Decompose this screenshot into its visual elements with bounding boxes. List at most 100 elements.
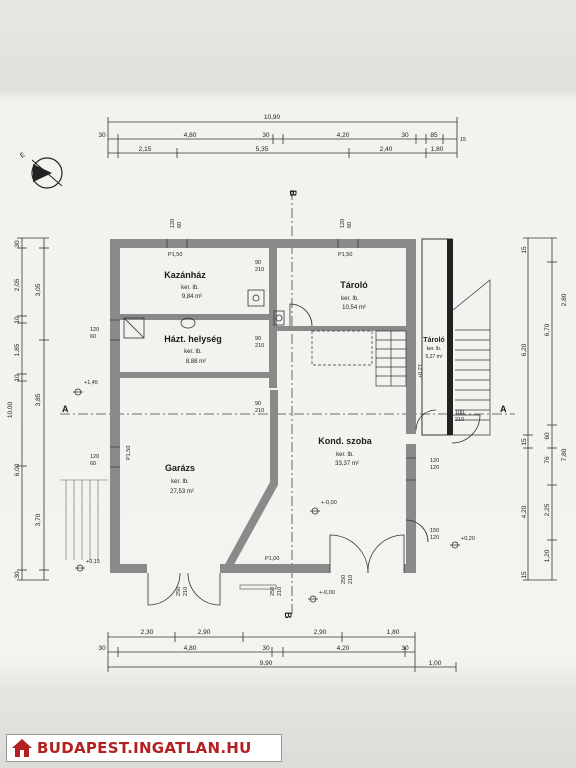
dim-bot-3-1: 1,00: [429, 660, 442, 667]
section-b-bottom: B: [283, 612, 293, 619]
dim-top-2-1: 4,80: [184, 132, 197, 139]
room-kond: Kond. szoba ker. lb. 33,37 m²: [318, 436, 372, 467]
level-marker-icon: [308, 595, 318, 603]
level-marker-icon: [450, 541, 460, 549]
section-a-left: A: [62, 404, 69, 414]
svg-text:É: É: [18, 149, 27, 159]
dim-right-1: 2,80: [561, 293, 568, 306]
room-kazanhaz-area: 9,84 m²: [182, 294, 202, 300]
dim-bot-1-3: 1,80: [387, 629, 400, 636]
dim-bot-1-1: 2,90: [198, 629, 211, 636]
dim-top-2-5: 85: [430, 132, 438, 139]
room-hazt-area: 8,88 m²: [186, 359, 206, 365]
dim-top-2-2: 30: [262, 132, 270, 139]
opening-g2: 250210: [270, 587, 283, 596]
left-dimensions: [17, 237, 49, 581]
room-hazt-name: Házt. helység: [164, 334, 222, 344]
dim-top-3-2: 2,40: [380, 146, 393, 153]
level-marker-icon: [75, 564, 85, 572]
dim-right-5: 7,80: [561, 448, 568, 461]
doors: [147, 303, 481, 606]
room-tarolo-name: Tároló: [340, 280, 368, 290]
dim-bot-2-2: 30: [262, 645, 270, 652]
opening-w2: P1,50: [168, 252, 182, 258]
level-l1: +1,45: [84, 380, 98, 386]
section-lines: [60, 190, 515, 615]
dim-right-7: 1,20: [544, 549, 551, 562]
room-hazt: Házt. helység ker. lb. 8,88 m²: [164, 334, 222, 365]
dim-bot-3-0: 9,90: [260, 660, 273, 667]
dim-bot-1-0: 2,30: [141, 629, 154, 636]
dim-left-2: 10: [14, 316, 21, 324]
room-garazs-name: Garázs: [165, 463, 195, 473]
room-tarolo-area: 10,54 m²: [342, 305, 366, 311]
dim-bot-2-0: 30: [98, 645, 106, 652]
level-l3: +-0,00: [321, 500, 337, 506]
exterior-stairs: [452, 279, 491, 436]
dim-top-3-3: 1,80: [431, 146, 444, 153]
dim-left-6: 6,00: [14, 463, 21, 476]
dim-total-width: 10,90: [264, 114, 281, 121]
dim-bot-2-1: 4,80: [184, 645, 197, 652]
room-kond-name: Kond. szoba: [318, 436, 372, 446]
dim-right-4: 76: [544, 456, 551, 464]
dim-left-1: 2,05: [14, 278, 21, 291]
watermark-text: BUDAPEST.INGATLAN.HU: [37, 739, 252, 757]
dim-bot-2-3: 4,20: [337, 645, 350, 652]
room-garazs: Garázs ker. lb. 27,53 m²: [165, 463, 195, 495]
opening-w7: P1,50: [126, 446, 132, 460]
dim-left-5: 3,85: [35, 393, 42, 406]
room-tarolo: Tároló ker. lb. 10,54 m²: [340, 280, 368, 311]
room-kazanhaz-name: Kazánház: [164, 270, 206, 280]
room-tarolo-2: Tároló ker. lb. 5,27 m²: [423, 337, 444, 360]
level-l4: +-0,00: [319, 590, 335, 596]
dim-left-7: 3,70: [35, 513, 42, 526]
left-dim-labels: 30 2,05 10 1,85 10 3,85 6,00 3,70 30 3,0…: [7, 240, 42, 579]
dim-left-inner-1: 10,00: [7, 401, 14, 418]
room-tarolo-2-area: 5,27 m²: [426, 354, 443, 360]
level-l2: +0,15: [86, 559, 100, 565]
right-dim-labels: 15 2,80 6,70 60 76 7,80 2,25 1,20 15 6,2…: [521, 246, 568, 579]
fixtures: [123, 289, 285, 339]
stair-level: +0,27: [418, 364, 424, 378]
dim-top-2-0: 30: [98, 132, 106, 139]
room-hazt-floor: ker. lb.: [184, 349, 202, 355]
section-a-right: A: [500, 404, 507, 414]
dim-top-2-6: 15: [460, 137, 466, 143]
room-tarolo-2-name: Tároló: [423, 337, 444, 344]
opening-g1: 250210: [176, 587, 189, 596]
dim-right-8: 15: [521, 571, 528, 579]
dim-right-inner-2: 4,20: [521, 505, 528, 518]
right-dimensions: [523, 237, 557, 581]
dim-right-2: 6,70: [544, 323, 551, 336]
dim-left-0: 30: [14, 240, 21, 248]
room-kazanhaz-floor: ker. lb.: [181, 285, 199, 291]
north-arrow-icon: É: [18, 149, 63, 189]
terrain-hatch: [60, 479, 108, 560]
top-dimensions: [107, 117, 458, 158]
opening-d7: P1,00: [265, 556, 279, 562]
room-kond-floor: ker. lb.: [336, 452, 354, 458]
staircase: [311, 330, 407, 387]
dim-right-0: 15: [521, 246, 528, 254]
opening-w3: 12060: [340, 219, 353, 228]
dim-right-3: 60: [544, 432, 551, 440]
room-garazs-area: 27,53 m²: [170, 489, 194, 495]
dim-left-inner-0: 3,05: [35, 283, 42, 296]
opening-g3: 250210: [341, 575, 354, 584]
dim-top-3-0: 2,15: [139, 146, 152, 153]
room-kond-area: 33,37 m²: [335, 461, 359, 467]
level-markers: +1,45 +0,15 +-0,00 +-0,00 +0,20: [73, 380, 475, 603]
dim-right-6: 2,25: [544, 503, 551, 516]
room-tarolo-floor: ker. lb.: [341, 296, 359, 302]
house-logo-icon: [11, 738, 33, 758]
dim-bot-1-2: 2,90: [314, 629, 327, 636]
dim-bot-2-4: 30: [401, 645, 409, 652]
dim-top-3-1: 5,35: [256, 146, 269, 153]
